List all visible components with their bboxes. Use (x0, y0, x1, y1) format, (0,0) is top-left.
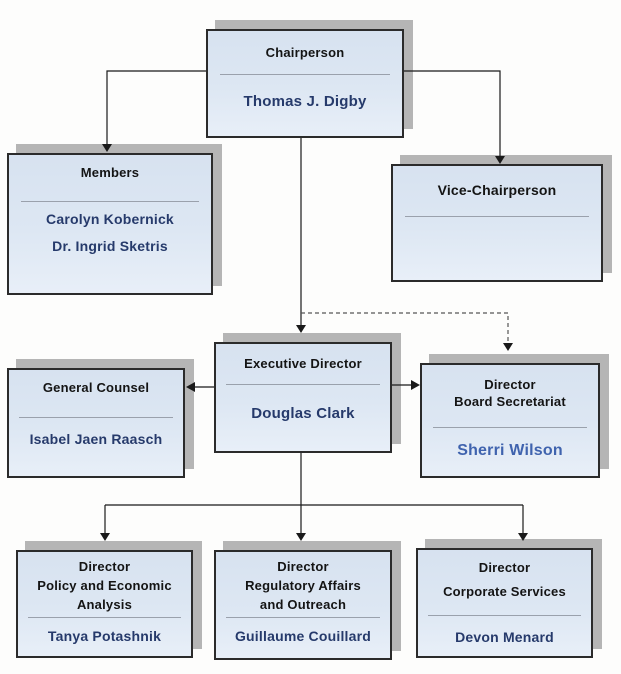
node-title: Executive Director (244, 356, 362, 371)
node-executive-director: Executive Director Douglas Clark (214, 342, 392, 453)
connector-chairperson-vice-chairperson (404, 70, 505, 164)
arrowhead-down-icon (296, 533, 306, 541)
divider (432, 427, 588, 428)
node-board-secretariat: Director Board Secretariat Sherri Wilson (420, 363, 600, 478)
node-title: Director (478, 560, 531, 575)
arrowhead-down-icon (495, 156, 505, 164)
node-title: Director (78, 559, 131, 574)
node-title: and Outreach (259, 597, 347, 612)
node-title: Corporate Services (443, 584, 566, 599)
divider (405, 216, 589, 217)
divider (226, 384, 380, 385)
divider (19, 417, 173, 418)
person-name: Douglas Clark (251, 405, 355, 422)
node-regulatory-affairs-outreach: Director Regulatory Affairs and Outreach… (214, 550, 392, 660)
person-name: Carolyn Kobernick (46, 211, 174, 227)
person-name: Tanya Potashnik (47, 628, 162, 644)
person-name: Guillaume Couillard (234, 628, 372, 644)
connector-executive-director-board-secretariat (392, 380, 420, 390)
node-title: Director (277, 559, 329, 574)
person-name: Dr. Ingrid Sketris (52, 238, 168, 254)
divider (28, 617, 181, 618)
node-title: Regulatory Affairs (245, 578, 361, 593)
node-title: Analysis (76, 597, 133, 612)
arrowhead-down-icon (518, 533, 528, 541)
arrowhead-down-icon (296, 325, 306, 333)
connector-executive-director-general-counsel (186, 382, 214, 392)
arrowhead-left-icon (186, 382, 195, 392)
person-name: Isabel Jaen Raasch (29, 431, 163, 447)
node-title: Vice-Chairperson (437, 182, 557, 198)
person-name: Devon Menard (455, 629, 554, 645)
node-title: Policy and Economic (37, 578, 172, 593)
node-members: Members Carolyn Kobernick Dr. Ingrid Ske… (7, 153, 213, 295)
node-title: Members (80, 165, 140, 180)
arrowhead-down-icon (100, 533, 110, 541)
divider (219, 74, 391, 75)
arrowhead-down-icon (503, 343, 513, 351)
node-title: Director (484, 377, 536, 392)
divider (21, 201, 199, 202)
node-title: General Counsel (42, 380, 150, 395)
connector-chairperson-members (102, 70, 206, 152)
arrowhead-right-icon (411, 380, 420, 390)
person-name: Thomas J. Digby (243, 93, 367, 110)
node-chairperson: Chairperson Thomas J. Digby (206, 29, 404, 138)
node-title: Chairperson (265, 45, 345, 60)
divider (226, 617, 380, 618)
node-title: Board Secretariat (454, 394, 566, 409)
connector-chairperson-executive-director (296, 138, 306, 333)
node-vice-chairperson: Vice-Chairperson (391, 164, 603, 282)
node-corporate-services: Director Corporate Services Devon Menard (416, 548, 593, 658)
divider (428, 615, 581, 616)
person-name: Sherri Wilson (457, 442, 563, 459)
arrowhead-down-icon (102, 144, 112, 152)
node-policy-economic-analysis: Director Policy and Economic Analysis Ta… (16, 550, 193, 658)
node-general-counsel: General Counsel Isabel Jaen Raasch (7, 368, 185, 478)
